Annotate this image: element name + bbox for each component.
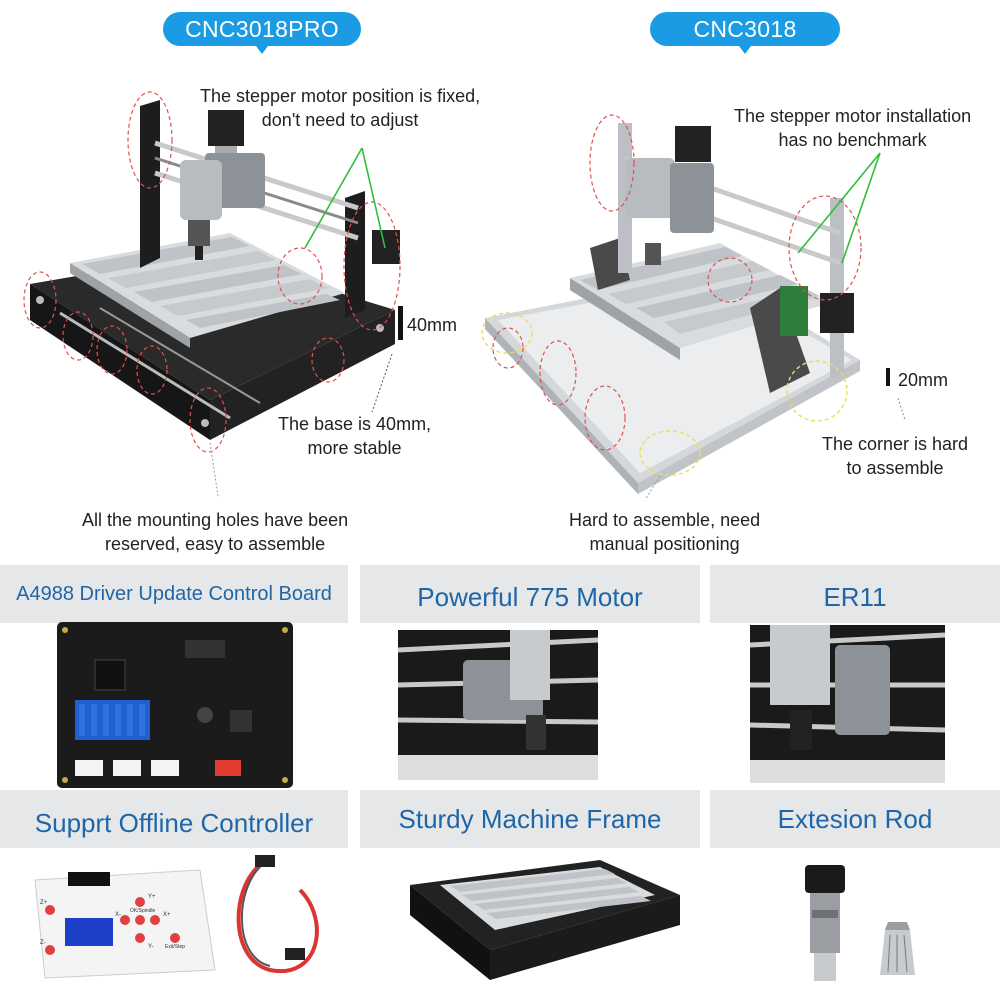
- controller-label-ok-spindle: OK/Spindle: [130, 908, 156, 914]
- feature-title-machine-frame: Sturdy Machine Frame: [360, 790, 700, 848]
- cnc3018pro-machine-image: [23, 91, 403, 497]
- control-board-image: [57, 622, 293, 788]
- feature-title-er11: ER11: [710, 565, 1000, 623]
- controller-label-y-plus: Y+: [148, 894, 156, 900]
- machine-frame-image: [410, 860, 680, 980]
- pro-base-note: The base is 40mm, more stable: [278, 412, 431, 460]
- offline-controller-image: Y+ X- OK/Spindle X+ Y- Exit/Step Z+ Z-: [34, 855, 319, 979]
- std-assemble-note: Hard to assemble, need manual positionin…: [569, 508, 760, 556]
- controller-label-z-plus: Z+: [40, 900, 48, 906]
- pro-holes-note: All the mounting holes have been reserve…: [82, 508, 348, 556]
- feature-title-control-board: A4988 Driver Update Control Board: [0, 565, 348, 623]
- pro-holes-note-line1: All the mounting holes have been: [82, 510, 349, 530]
- controller-label-y-minus: Y-: [148, 944, 153, 950]
- std-corner-note-line1: The corner is hard: [822, 434, 969, 454]
- std-assemble-note-line1: Hard to assemble, need: [569, 510, 761, 530]
- pro-base-note-line2: more stable: [307, 438, 402, 458]
- spindle-motor-image: [398, 630, 598, 780]
- extension-rod-image: [805, 865, 915, 981]
- er11-collet-image: [750, 625, 945, 783]
- feature-title-offline-controller: Supprt Offline Controller: [0, 790, 348, 848]
- cnc3018pro-badge: CNC3018PRO: [163, 12, 361, 54]
- cnc3018-badge: CNC3018: [650, 12, 840, 54]
- std-stepper-note: The stepper motor installation has no be…: [734, 104, 971, 152]
- feature-title-775-motor: Powerful 775 Motor: [360, 565, 700, 623]
- feature-title-extension-rod: Extesion Rod: [710, 790, 1000, 848]
- pro-base-dimension: 40mm: [407, 315, 458, 335]
- pro-holes-note-line2: reserved, easy to assemble: [105, 534, 326, 554]
- std-stepper-note-line1: The stepper motor installation: [734, 106, 972, 126]
- pro-stepper-note: The stepper motor position is fixed, don…: [200, 84, 480, 132]
- pro-stepper-note-line1: The stepper motor position is fixed,: [200, 86, 481, 106]
- std-base-dimension: 20mm: [898, 370, 949, 390]
- pro-base-note-line1: The base is 40mm,: [278, 414, 432, 434]
- pro-stepper-note-line2: don't need to adjust: [261, 110, 419, 130]
- std-assemble-note-line2: manual positioning: [589, 534, 740, 554]
- controller-label-z-minus: Z-: [40, 940, 46, 946]
- std-corner-note: The corner is hard to assemble: [822, 432, 968, 480]
- std-corner-note-line2: to assemble: [846, 458, 944, 478]
- std-stepper-note-line2: has no benchmark: [778, 130, 927, 150]
- controller-label-x-plus: X+: [163, 912, 171, 918]
- controller-label-x-minus: X-: [115, 912, 121, 918]
- controller-label-exit-step: Exit/Step: [165, 944, 185, 950]
- cnc3018-machine-image: [481, 114, 906, 498]
